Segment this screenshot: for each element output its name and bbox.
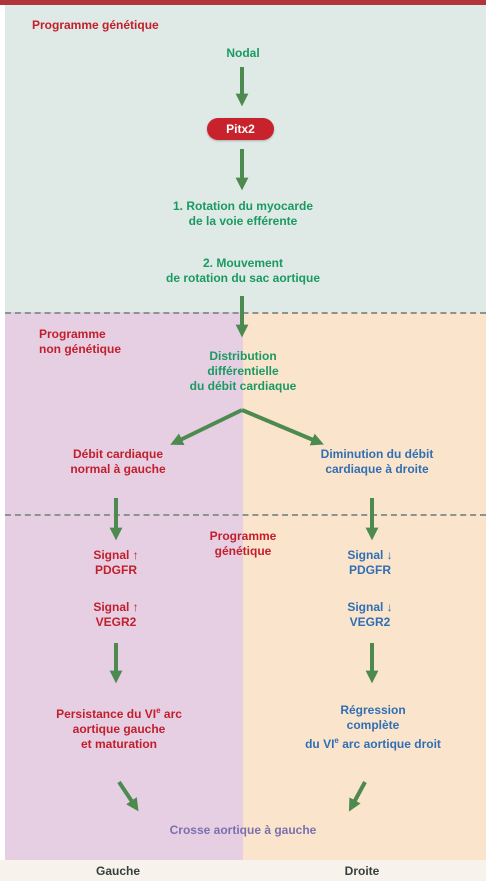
outcome-label: Crosse aortique à gauche [169,823,317,837]
distribution-line3: du débit cardiaque [189,379,297,393]
right-side-label: Droite [344,864,380,878]
movement-step-line1: 2. Mouvement [202,256,283,270]
non-genetic-label: Programme non génétique [39,327,121,357]
distribution-line2: différentielle [207,364,279,378]
left-persistence-line2: aortique gauche [72,722,166,736]
right-regression-line1: Régression [340,703,406,717]
left-flow-node: Débit cardiaque normal à gauche [70,447,165,477]
genetic-label-2-line2: génétique [214,544,272,558]
left-persistence-line1-b: arc [160,707,182,721]
rotation-step-line1: 1. Rotation du myocarde [172,199,314,213]
pitx2-badge: Pitx2 [207,118,274,140]
left-flow-line1: Débit cardiaque [72,447,164,461]
left-side-label: Gauche [95,864,141,878]
non-genetic-label-line1: Programme [39,327,106,341]
right-signal-pdgfr: Signal ↓ PDGFR [347,548,392,578]
right-regression-line2: complète [346,718,400,732]
right-signal-pdgfr-line1: Signal ↓ [347,548,393,562]
side-label-strip [0,860,486,881]
left-signal-vegr2-line2: VEGR2 [95,615,137,629]
left-side-zone [5,312,243,860]
distribution-line1: Distribution [209,349,277,363]
left-persistence-line1-a: Persistance du VI [56,707,157,721]
top-rule [0,0,486,5]
section-divider-1 [5,312,486,314]
pitx2-label: Pitx2 [226,122,255,136]
left-flow-line2: normal à gauche [70,462,166,476]
section-divider-2 [5,514,486,516]
right-flow-line1: Diminution du débit [320,447,434,461]
distribution-node: Distribution différentielle du débit car… [190,349,297,394]
right-regression-node: Régression complète du VIe arc aortique … [305,703,441,752]
left-signal-vegr2: Signal ↑ VEGR2 [93,600,138,630]
arrow-left-to-outcome [117,780,139,812]
left-signal-pdgfr: Signal ↑ PDGFR [93,548,138,578]
left-signal-pdgfr-line1: Signal ↑ [93,548,139,562]
movement-step-line2: de rotation du sac aortique [165,271,321,285]
right-signal-pdgfr-line2: PDGFR [349,563,391,577]
left-persistence-line1-sup: e [156,706,161,715]
right-flow-line2: cardiaque à droite [325,462,429,476]
genetic-program-zone [5,5,486,312]
rotation-step: 1. Rotation du myocarde de la voie effér… [173,199,313,229]
branch-line-left [170,408,243,445]
genetic-label-2: Programme génétique [210,529,277,559]
right-signal-vegr2: Signal ↓ VEGR2 [347,600,392,630]
right-regression-line3: du VIe arc aortique droit [305,733,441,752]
right-signal-vegr2-line2: VEGR2 [349,615,391,629]
left-persistence-line3: et maturation [80,737,158,751]
arrow-right-to-outcome [348,781,367,812]
left-persistence-line1: Persistance du VIe arc [56,703,182,722]
genetic-label-2-line1: Programme [209,529,277,543]
left-signal-pdgfr-line2: PDGFR [95,563,137,577]
movement-step: 2. Mouvement de rotation du sac aortique [166,256,320,286]
right-side-zone [243,312,486,860]
non-genetic-label-line2: non génétique [39,342,121,356]
branch-line-right [241,408,324,446]
right-regression-line3-sup: e [334,736,339,745]
right-regression-line3-b: arc aortique droit [338,737,441,751]
left-persistence-node: Persistance du VIe arc aortique gauche e… [56,703,182,752]
rotation-step-line2: de la voie efférente [188,214,298,228]
diagram-title: Programme génétique [32,18,159,32]
right-regression-line3-a: du VI [305,737,335,751]
left-signal-vegr2-line1: Signal ↑ [93,600,139,614]
nodal-label: Nodal [226,46,260,60]
right-flow-node: Diminution du débit cardiaque à droite [321,447,434,477]
right-signal-vegr2-line1: Signal ↓ [347,600,393,614]
